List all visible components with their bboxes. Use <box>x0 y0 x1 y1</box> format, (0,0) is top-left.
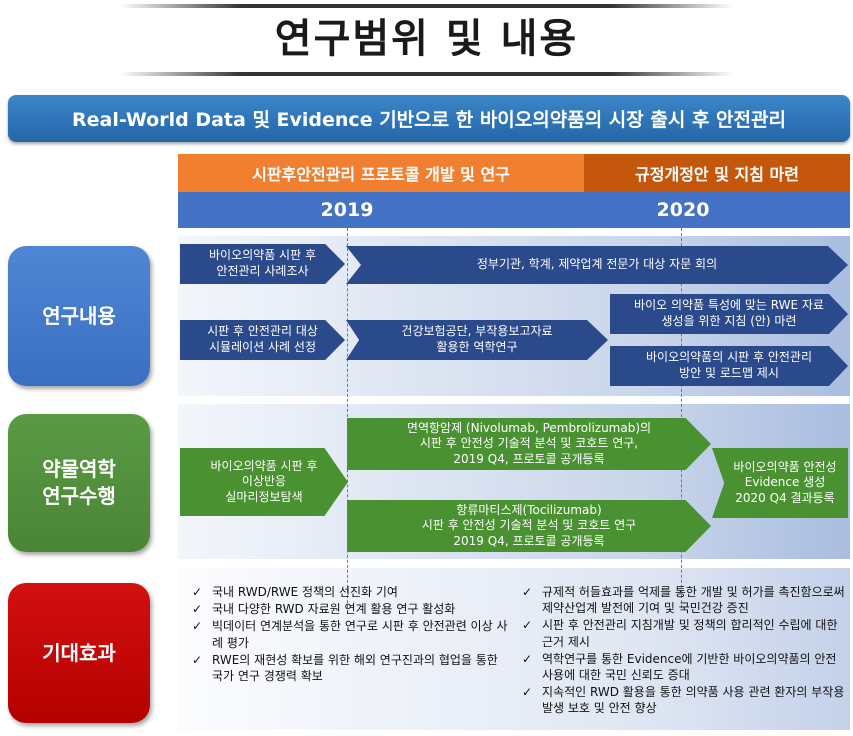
phase-guideline-header: 규정개정안 및 지침 마련 <box>584 154 850 192</box>
effects-list-left: ✓국내 RWD/RWE 정책의 선진화 기여 ✓국내 다양한 RWD 자료원 연… <box>190 584 508 685</box>
check-icon: ✓ <box>522 685 533 700</box>
check-icon: ✓ <box>192 585 203 599</box>
check-icon: ✓ <box>192 602 203 617</box>
research-section-label: 연구내용 <box>8 246 150 386</box>
immunotherapy-study-arrow: 면역항암제 (Nivolumab, Pembrolizumab)의 시판 후 안… <box>347 418 711 470</box>
list-item: ✓역학연구를 통한 Evidence에 기반한 바이오의약품의 안전사용에 대한… <box>522 651 837 682</box>
list-item: ✓RWE의 재현성 확보를 위한 해외 연구진과의 협업을 통한 국가 연구 경… <box>192 652 498 683</box>
check-icon: ✓ <box>522 618 533 633</box>
list-item: ✓시판 후 안전관리 지침개발 및 정책의 합리적인 수립에 대한 근거 제시 <box>522 618 838 649</box>
simulation-case-arrow: 시판 후 안전관리 대상 시뮬레이션 사례 선정 <box>180 320 345 360</box>
page-title: 연구범위 및 내용 <box>274 16 579 62</box>
year-2019: 2019 <box>178 192 516 228</box>
scope-banner: Real-World Data 및 Evidence 기반으로 한 바이오의약품… <box>8 95 850 142</box>
check-icon: ✓ <box>522 651 533 666</box>
effects-list-right: ✓규제적 허들효과를 억제를 통한 개발 및 허가를 촉진함으로써 제약산업계 … <box>520 584 846 718</box>
title-rule-bottom <box>120 72 733 76</box>
check-icon: ✓ <box>522 585 533 599</box>
evidence-generation-arrow: 바이오의약품 안전성 Evidence 생성 2020 Q4 결과등록 <box>712 448 848 518</box>
list-item: ✓빅데이터 연계분석을 통한 연구로 시판 후 안전관련 이상 사례 평가 <box>192 619 508 650</box>
nhis-study-arrow: 건강보험공단, 부작용보고자료 활용한 역학연구 <box>346 320 608 360</box>
rwe-guideline-arrow: 바이오 의약품 특성에 맞는 RWE 자료 생성을 위한 지침 (안) 마련 <box>610 294 848 334</box>
year-2020: 2020 <box>516 192 850 228</box>
effects-section-label: 기대효과 <box>8 583 150 723</box>
effects-panel <box>178 568 850 730</box>
check-icon: ✓ <box>192 619 203 634</box>
pharmacoepi-section-label: 약물역학 연구수행 <box>8 414 150 552</box>
survey-arrow: 바이오의약품 시판 후 안전관리 사례조사 <box>180 244 345 284</box>
advisory-meeting-arrow: 정부기관, 학계, 제약업계 전문가 대상 자문 회의 <box>346 246 848 284</box>
roadmap-arrow: 바이오의약품의 시판 후 안전관리 방안 및 로드맵 제시 <box>610 346 848 386</box>
list-item: ✓규제적 허들효과를 억제를 통한 개발 및 허가를 촉진함으로써 제약산업계 … <box>522 585 845 616</box>
phase-protocol-header: 시판후안전관리 프로토콜 개발 및 연구 <box>178 154 584 192</box>
list-item: ✓국내 다양한 RWD 자료원 연계 활용 연구 활성화 <box>192 602 456 617</box>
list-item: ✓국내 RWD/RWE 정책의 선진화 기여 <box>192 585 398 599</box>
check-icon: ✓ <box>192 652 203 667</box>
signal-detection-arrow: 바이오의약품 시판 후 이상반응 실마리정보탐색 <box>180 448 348 516</box>
tocilizumab-study-arrow: 항류마티스제(Tocilizumab) 시판 후 안전성 기술적 분석 및 코호… <box>347 500 711 552</box>
title-rule-top <box>120 4 733 8</box>
list-item: ✓지속적인 RWD 활용을 통한 의약품 사용 관련 환자의 부작용 발생 보호… <box>522 685 845 716</box>
